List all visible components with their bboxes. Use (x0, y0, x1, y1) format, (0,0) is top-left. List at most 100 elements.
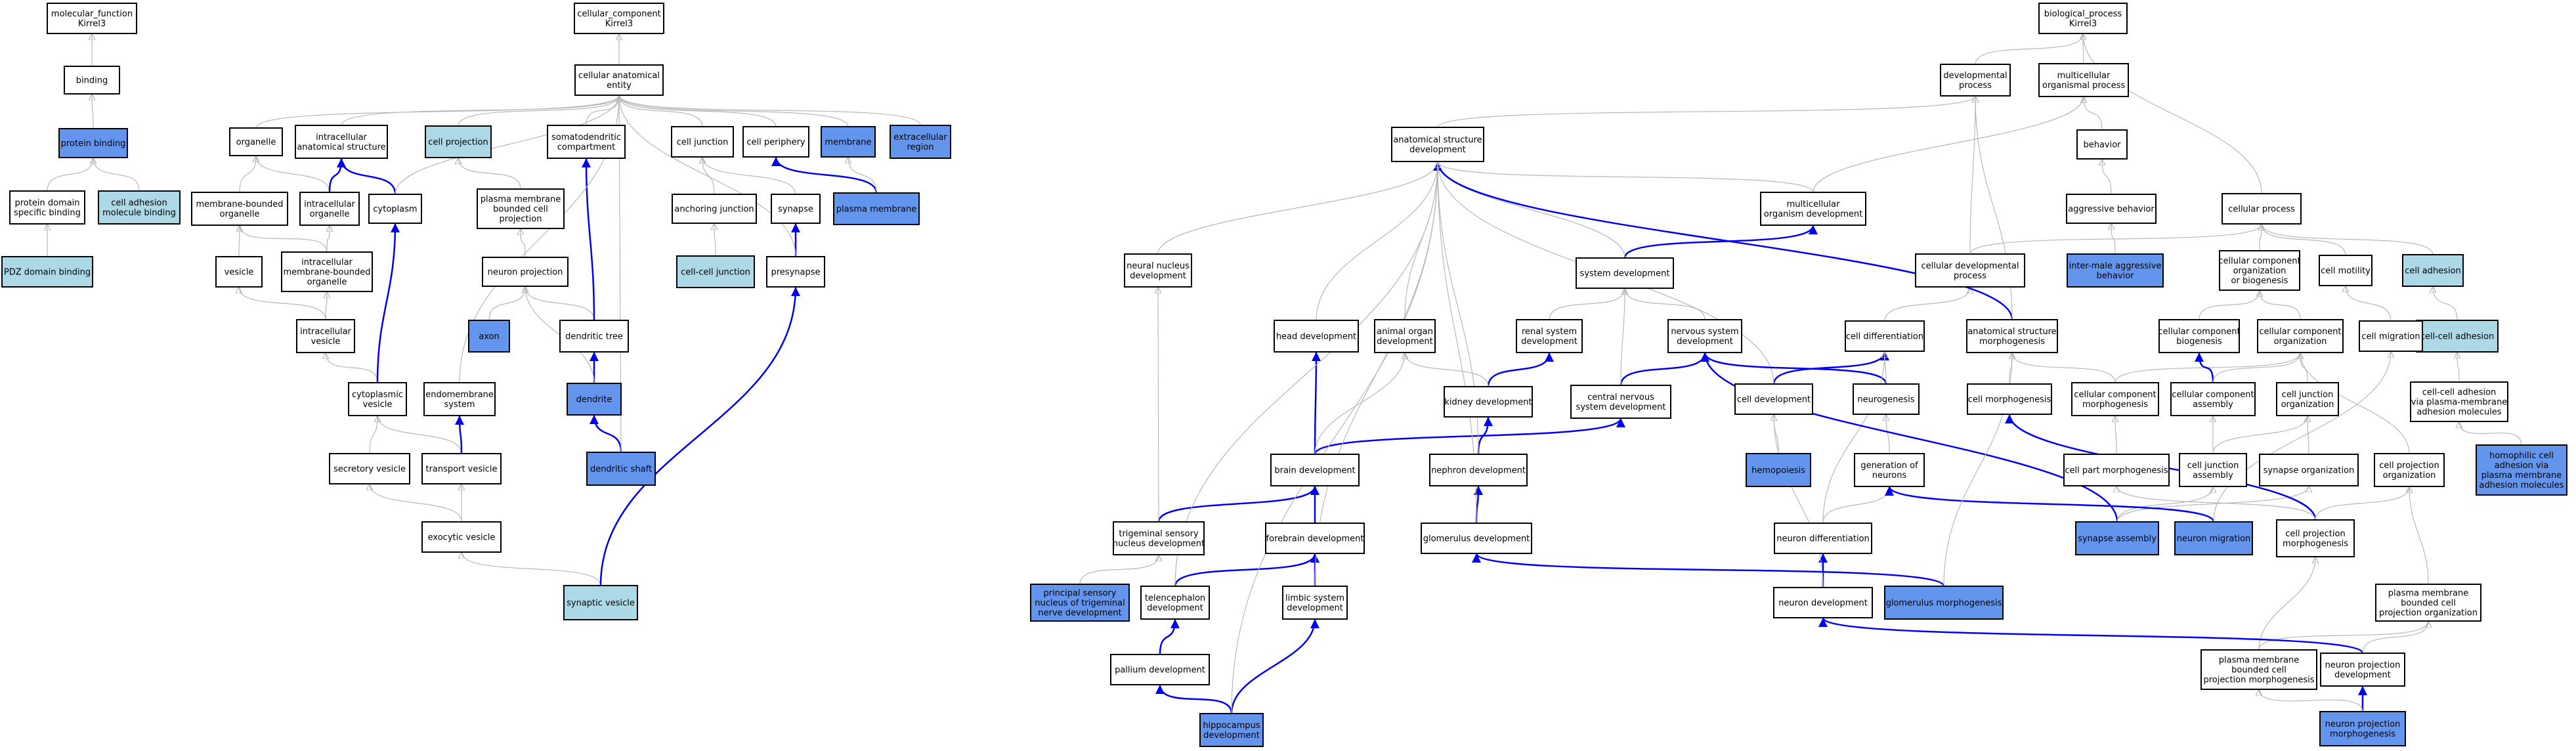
go-term-plasma-membrane[interactable]: plasma membrane (833, 192, 920, 225)
go-term-neuron-migration[interactable]: neuron migration (2174, 521, 2253, 555)
go-term-vesicle[interactable]: vesicle (215, 256, 263, 288)
go-term-presynapse[interactable]: presynapse (766, 256, 825, 288)
go-term-neuron-projection[interactable]: neuron projection (482, 257, 569, 287)
go-term-aggressive-behavior[interactable]: aggressive behavior (2066, 194, 2157, 224)
go-term-synapse-assembly[interactable]: synapse assembly (2075, 521, 2159, 555)
go-term-cell-periphery[interactable]: cell periphery (742, 126, 809, 158)
go-term-pallium-development[interactable]: pallium development (1110, 654, 1210, 685)
go-term-dendritic-shaft[interactable]: dendritic shaft (586, 452, 656, 486)
go-term-cell-motility[interactable]: cell motility (2319, 255, 2372, 286)
go-term-exocytic-vesicle[interactable]: exocytic vesicle (421, 521, 502, 553)
go-term-synapse[interactable]: synapse (771, 194, 821, 224)
go-term-head-development[interactable]: head development (1274, 320, 1359, 353)
go-term-cell-part-morphogenesis[interactable]: cell part morphogenesis (2063, 454, 2170, 486)
go-term-cell-differentiation[interactable]: cell differentiation (1845, 320, 1925, 352)
go-term-glomerulus-morphogenesis[interactable]: glomerulus morphogenesis (1884, 586, 2004, 620)
go-term-cell-cell-junction[interactable]: cell-cell junction (676, 255, 755, 288)
go-term-cell-projection[interactable]: cell projection (425, 125, 492, 158)
go-term-cell-cell-adhesion[interactable]: cell-cell adhesion (2416, 320, 2499, 353)
go-term-brain-development[interactable]: brain development (1270, 454, 1360, 486)
go-term-synaptic-vesicle[interactable]: synaptic vesicle (563, 585, 638, 620)
go-term-forebrain-development[interactable]: forebrain development (1265, 523, 1365, 554)
go-term-kidney-development[interactable]: kidney development (1444, 386, 1533, 418)
go-term-cell-adhesion[interactable]: cell adhesion (2402, 254, 2464, 287)
go-term-glomerulus-development[interactable]: glomerulus development (1421, 523, 1532, 554)
go-term-protein-binding[interactable]: protein binding (58, 128, 128, 158)
go-term-neuron-differentiation[interactable]: neuron differentiation (1774, 523, 1872, 554)
go-term-cell-morphogenesis[interactable]: cell morphogenesis (1967, 383, 2052, 415)
go-term-neuron-development[interactable]: neuron development (1773, 587, 1873, 618)
go-term-synapse-organization[interactable]: synapse organization (2259, 454, 2359, 486)
go-term-membrane[interactable]: membrane (821, 126, 876, 158)
go-term-dendrite[interactable]: dendrite (567, 383, 622, 416)
go-term-cellular-process[interactable]: cellular process (2222, 193, 2302, 225)
go-term-cell-junction[interactable]: cell junction (671, 126, 734, 158)
go-term-behavior[interactable]: behavior (2076, 129, 2128, 160)
go-term-dendritic-tree[interactable]: dendritic tree (559, 320, 629, 353)
go-term-pdz-domain-binding[interactable]: PDZ domain binding (1, 256, 93, 288)
go-term-cell-migration[interactable]: cell migration (2359, 320, 2423, 352)
go-term-hemopoiesis[interactable]: hemopoiesis (1746, 453, 1811, 487)
go-term-nephron-development[interactable]: nephron development (1429, 454, 1528, 486)
go-term-transport-vesicle[interactable]: transport vesicle (421, 453, 502, 484)
go-term-neurogenesis[interactable]: neurogenesis (1853, 383, 1920, 415)
go-term-axon[interactable]: axon (468, 320, 510, 353)
go-term-system-development[interactable]: system development (1576, 257, 1674, 289)
go-term-anchoring-junction[interactable]: anchoring junction (672, 194, 757, 224)
go-term-binding[interactable]: binding (64, 66, 120, 95)
go-term-organelle[interactable]: organelle (229, 127, 283, 156)
go-term-secretory-vesicle[interactable]: secretory vesicle (329, 453, 410, 484)
go-term-cytoplasm[interactable]: cytoplasm (368, 194, 422, 224)
go-term-cell-development[interactable]: cell development (1734, 383, 1813, 415)
